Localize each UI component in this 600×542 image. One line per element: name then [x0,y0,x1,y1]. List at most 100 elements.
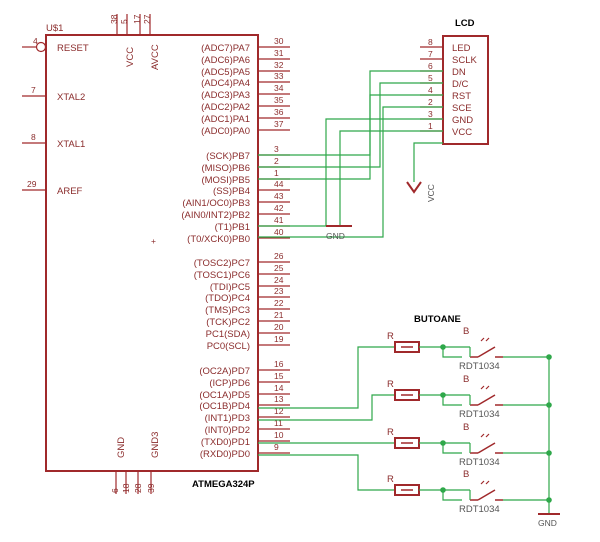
pin-adc6-pa6-num: 31 [274,48,284,58]
pin-pc0-scl-num: 19 [274,334,284,344]
switch-label: B [463,326,469,337]
net-mosi-dc [258,94,443,180]
pin-adc2-pa2-num: 35 [274,95,284,105]
lcd-pin-sclk-label: SCLK [452,55,477,66]
switch-lever [477,346,496,358]
pin-adc6-pa6-label: (ADC6)PA6 [201,55,250,66]
lcd-gnd-symbol: GND [326,225,352,241]
pin-adc4-pa4-num: 33 [274,71,284,81]
pin-vcc-label: VCC [125,47,136,67]
vcc-arrow-icon [406,181,422,194]
pin-vcc-num-a: 38 [109,14,119,24]
pin-tosc1-pc6-num: 25 [274,263,284,273]
switch-lever [477,394,496,406]
lcd-pin-vcc-num: 1 [428,121,433,131]
pin-adc7-pa7-num: 30 [274,36,284,46]
junction-dot-right [546,497,552,503]
pin-aref-num: 29 [27,179,37,189]
vcc-symbol: VCC [406,181,436,202]
pin-sck-pb7-num: 3 [274,144,279,154]
led-arrows-icon [480,480,490,485]
lcd-pin-sce-label: SCE [452,103,472,114]
switch-part: RDT1034 [459,457,500,468]
pin-t0-xck0-pb0-label: (T0/XCK0)PB0 [187,234,250,245]
vcc-label: VCC [426,184,436,202]
lcd-body [442,35,489,145]
pin-xtal1-num: 8 [31,132,36,142]
pin-adc1-pa1-label: (ADC1)PA1 [201,114,250,125]
lcd-pin-led-num: 8 [428,37,433,47]
pin-oc2a-pd7-num: 16 [274,359,284,369]
pin-reset-label: RESET [57,43,89,54]
lcd-pin-sce-num: 2 [428,97,433,107]
lcd-pin-gnd-label: GND [452,115,473,126]
pin-pc0-scl-label: PC0(SCL) [207,341,250,352]
net-pd3-btn2 [258,394,395,421]
pin-t1-pb1-label: (T1)PB1 [215,222,250,233]
pin-vcc-num-b: 5 [119,19,129,24]
lcd-pin-gnd-num: 3 [428,109,433,119]
lcd-title: LCD [455,18,475,29]
pin-xtal2-num: 7 [31,85,36,95]
pin-t0-xck0-pb0-num: 40 [274,227,284,237]
pin-avcc-num-b: 27 [142,14,152,24]
pin-adc0-pa0-num: 37 [274,119,284,129]
junction-dot-right [546,354,552,360]
pin-gnd-label: GND [116,437,127,458]
switch-part: RDT1034 [459,409,500,420]
led-arrows-icon [480,385,490,390]
pin-tck-pc2-label: (TCK)PC2 [206,317,250,328]
pin-gnd-num-c: 28 [133,483,143,493]
lcd-pin-sclk-num: 7 [428,49,433,59]
mcu-body [45,34,259,472]
pin-pc1-sda-num: 20 [274,322,284,332]
pin-int1-pd3-num: 12 [274,406,284,416]
lcd-pin-d-c-num: 5 [428,73,433,83]
mcu-part-label: ATMEGA324P [192,479,255,490]
pin-avcc-label: AVCC [150,44,161,70]
pin-t1-pb1-num: 41 [274,215,284,225]
pin-adc2-pa2-label: (ADC2)PA2 [201,102,250,113]
pin-adc5-pa5-num: 32 [274,60,284,70]
switch-lever [477,442,496,454]
switch-lever [477,489,496,501]
lcd-pin-rst-num: 4 [428,85,433,95]
pin-tdi-pc5-label: (TDI)PC5 [210,282,250,293]
lcd-gnd-label: GND [326,231,345,241]
pin-icp-pd6-num: 15 [274,371,284,381]
net-switch-lower [442,347,462,358]
pin-tdi-pc5-num: 24 [274,275,284,285]
pin-rxd0-pd0-label: (RXD0)PD0 [200,449,250,460]
pin-ain1-oc0-pb3-num: 43 [274,191,284,201]
led-arrows-icon [480,337,490,342]
pin-int0-pd2-num: 11 [274,418,283,428]
pin-ain1-oc0-pb3-label: (AIN1/OC0)PB3 [182,198,250,209]
mcu-left-pins: 4 RESET 7 XTAL2 8 XTAL1 29 AREF [22,36,89,197]
pin-ain0-int2-pb2-label: (AIN0/INT2)PB2 [181,210,250,221]
pin-ain0-int2-pb2-num: 42 [274,203,284,213]
lcd-pin-rst-label: RST [452,91,471,102]
pin-gnd-num-a: 6 [110,488,120,493]
resistor-label: R [387,331,394,342]
pin-tms-pc3-num: 22 [274,298,284,308]
pin-int0-pd2-label: (INT0)PD2 [205,425,250,436]
pin-gnd3-num: 39 [146,483,156,493]
pin-adc1-pa1-num: 36 [274,107,284,117]
mcu-bottom-pins: 6 18 28 39 GND GND3 [110,432,161,494]
resistor-label: R [387,474,394,485]
pin-txd0-pd1-label: (TXD0)PD1 [201,437,250,448]
pin-miso-pb6-label: (MISO)PB6 [201,163,250,174]
pin-tosc1-pc6-label: (TOSC1)PC6 [194,270,250,281]
lcd-pin-led-label: LED [452,43,471,54]
junction-dot-right [546,402,552,408]
pin-ss-pb4-label: (SS)PB4 [213,186,250,197]
net-pd4-btn1 [258,346,395,409]
pin-miso-pb6-num: 2 [274,156,279,166]
